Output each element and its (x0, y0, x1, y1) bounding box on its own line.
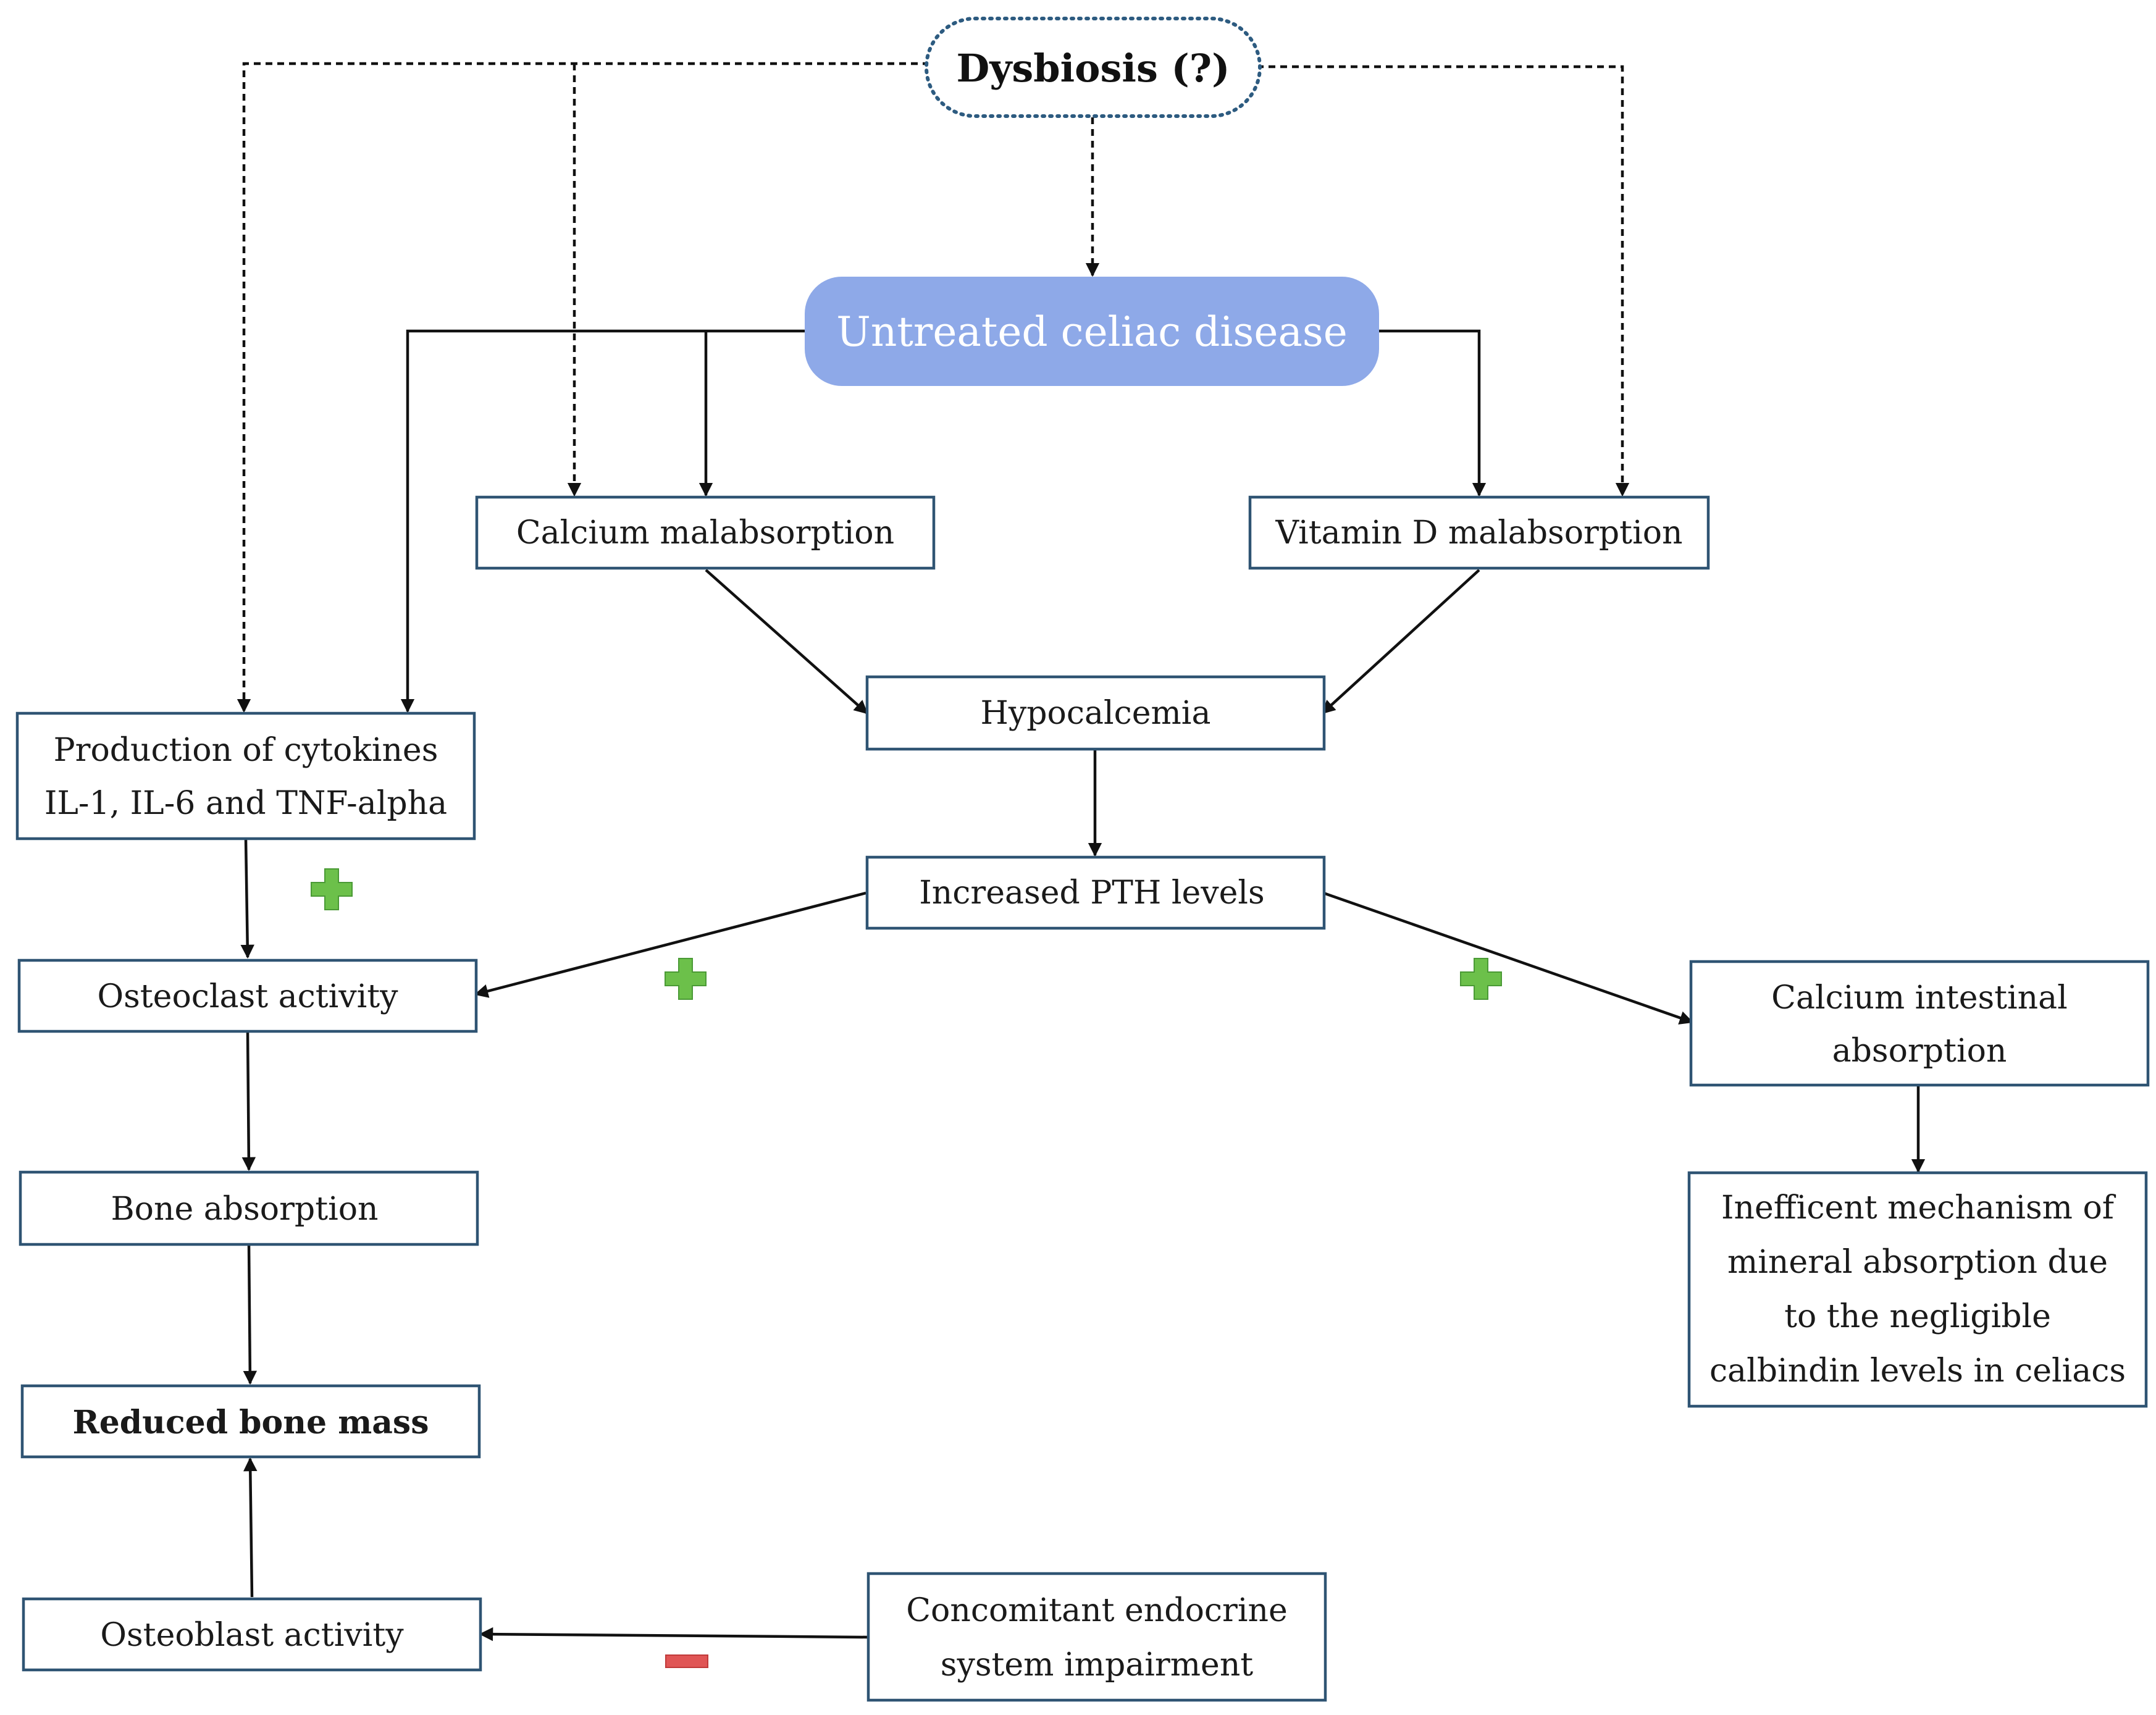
osteoclast-label: Osteoclast activity (97, 978, 398, 1015)
edge-vitamin-d-hypocalcemia (1321, 569, 1480, 715)
node-inefficient-mechanism: Inefficent mechanism of mineral absorpti… (1687, 1171, 2148, 1408)
calcium-intestinal-label-line2: absorption (1832, 1033, 2007, 1070)
endocrine-label-line2: system impairment (941, 1646, 1254, 1684)
node-hypocalcemia: Hypocalcemia (865, 675, 1326, 751)
calcium-intestinal-label-line1: Calcium intestinal (1771, 979, 2068, 1017)
edge-dysbiosis-cytokines (237, 62, 929, 713)
inefficient-label-line1: Inefficent mechanism of (1721, 1189, 2116, 1226)
node-bone-absorption: Bone absorption (19, 1170, 479, 1246)
plus-icon (311, 868, 353, 910)
edge-celiac-cytokines (400, 329, 806, 713)
node-untreated-celiac-disease: Untreated celiac disease (805, 277, 1379, 386)
plus-icon (665, 958, 707, 1000)
osteoblast-label: Osteoblast activity (100, 1617, 404, 1654)
node-increased-pth-levels: Increased PTH levels (865, 855, 1326, 930)
inefficient-label-line3: to the negligible (1784, 1298, 2051, 1335)
edge-cytokines-osteoclast (240, 838, 254, 959)
edge-pth-calcium-intestinal (1323, 891, 1694, 1025)
plus-icon (1460, 958, 1502, 1000)
calcium-malabsorption-label: Calcium malabsorption (516, 514, 894, 551)
pth-label: Increased PTH levels (919, 874, 1264, 912)
node-endocrine-impairment: Concomitant endocrine system impairment (866, 1572, 1327, 1702)
inefficient-label-line2: mineral absorption due (1727, 1244, 2108, 1281)
bone-absorption-label: Bone absorption (111, 1191, 378, 1228)
endocrine-label-line1: Concomitant endocrine (906, 1592, 1288, 1629)
edge-endocrine-osteoblast (479, 1627, 868, 1642)
edge-celiac-vitamin-d (1377, 329, 1487, 497)
dysbiosis-label: Dysbiosis (?) (957, 46, 1230, 91)
edge-pth-osteoclast (474, 891, 866, 998)
edge-bone-absorption-reduced-bone-mass (243, 1244, 258, 1385)
reduced-bone-mass-label: Reduced bone mass (73, 1404, 429, 1441)
node-calcium-intestinal-absorption: Calcium intestinal absorption (1689, 960, 2150, 1087)
node-cytokine-production: Production of cytokines IL-1, IL-6 and T… (15, 711, 476, 841)
node-vitamin-d-malabsorption: Vitamin D malabsorption (1248, 495, 1710, 570)
node-calcium-malabsorption: Calcium malabsorption (475, 495, 936, 570)
edge-osteoblast-reduced-bone-mass (243, 1457, 258, 1598)
edge-osteoclast-bone-absorption (241, 1031, 256, 1172)
node-dysbiosis: Dysbiosis (?) (925, 17, 1262, 118)
minus-icon (665, 1654, 708, 1668)
inefficient-label-line4: calbindin levels in celiacs (1709, 1352, 2126, 1390)
celiac-label: Untreated celiac disease (836, 308, 1348, 356)
edge-calcium-malabsorption-hypocalcemia (705, 569, 868, 715)
node-osteoblast-activity: Osteoblast activity (22, 1597, 482, 1672)
node-reduced-bone-mass: Reduced bone mass (20, 1384, 481, 1459)
edge-dysbiosis-vitamin-d (1257, 65, 1630, 497)
vitamin-d-malabsorption-label: Vitamin D malabsorption (1275, 514, 1682, 551)
hypocalcemia-label: Hypocalcemia (981, 695, 1211, 732)
node-osteoclast-activity: Osteoclast activity (17, 958, 478, 1033)
cytokines-label-line2: IL-1, IL-6 and TNF-alpha (44, 785, 447, 822)
cytokines-label-line1: Production of cytokines (54, 732, 438, 769)
